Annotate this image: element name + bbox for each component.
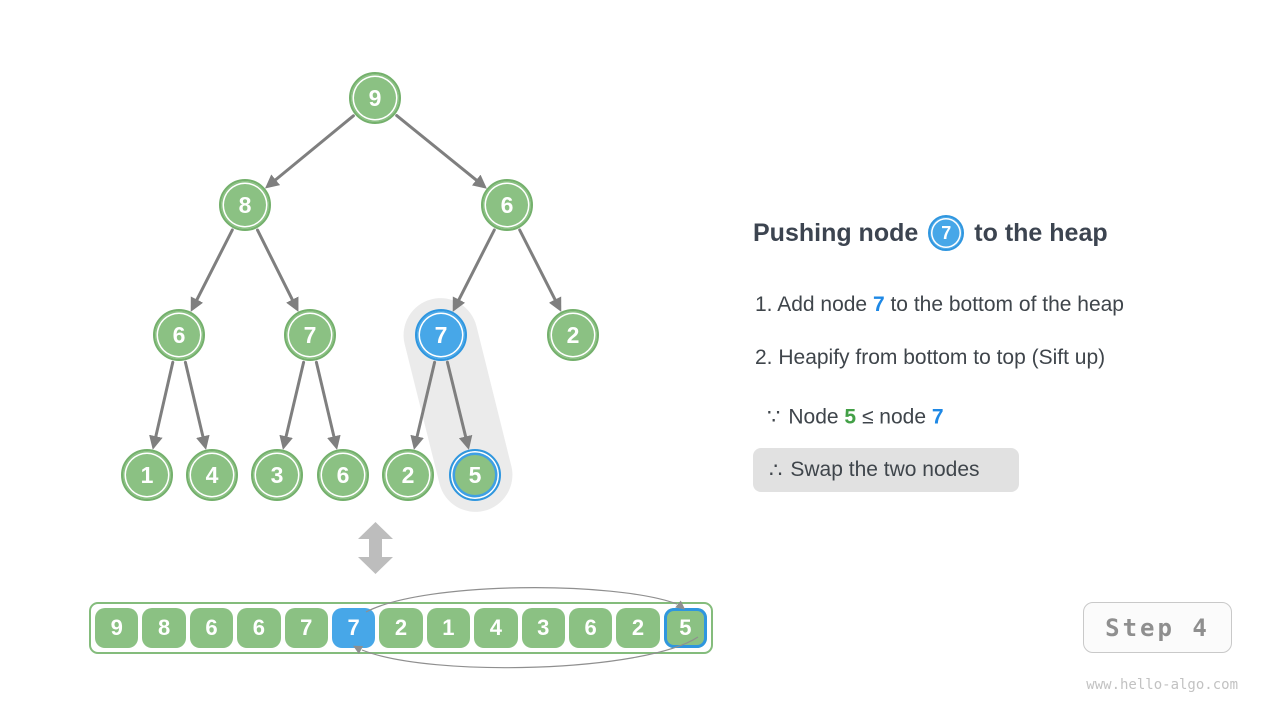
array-cell: 1	[426, 608, 471, 648]
tree-edge	[190, 228, 234, 312]
tree-edge	[314, 360, 341, 450]
tree-edge	[183, 360, 210, 450]
tree-edge	[149, 360, 175, 450]
because-text: Node	[788, 405, 845, 429]
tree-edge	[256, 228, 299, 312]
array-cell: 3	[521, 608, 565, 648]
panel-title: Pushing node 7 to the heap	[753, 215, 1108, 251]
step-indicator-button[interactable]: Step 4	[1083, 602, 1232, 653]
tree-edge	[265, 114, 355, 189]
array-cell: 6	[568, 608, 613, 648]
tree-node: 6	[153, 309, 205, 361]
tree-node: 6	[317, 449, 369, 501]
array-cell: 4	[474, 608, 518, 648]
because-blue-value: 7	[931, 405, 944, 429]
tree-node: 4	[186, 449, 238, 501]
tree-node: 3	[251, 449, 303, 501]
tree-node: 7	[284, 309, 336, 361]
tree-edge	[410, 360, 437, 450]
tree-edge-group	[149, 114, 562, 450]
array-cell: 9	[95, 608, 139, 648]
array-cell-ringed: 5	[663, 608, 708, 648]
tree-node: 8	[219, 179, 271, 231]
tree-edge	[279, 360, 306, 450]
heap-array: 9 8 6 6 7 7 2 1 4 3 6 2 5	[89, 602, 713, 654]
array-cell: 6	[189, 608, 234, 648]
instruction-step-1: 1. Add node 7 to the bottom of the heap	[755, 293, 1124, 317]
array-cell-highlighted: 7	[331, 608, 376, 648]
tree-edge	[395, 114, 487, 189]
because-green-value: 5	[844, 405, 857, 429]
because-symbol: ∵	[767, 405, 781, 429]
tree-node-ringed: 5	[449, 449, 501, 501]
array-cell: 7	[284, 608, 328, 648]
step-2-text: 2. Heapify from bottom to top (Sift up)	[755, 346, 1106, 369]
because-line: ∵ Node 5 ≤ node 7	[767, 405, 944, 430]
array-cell: 2	[616, 608, 660, 648]
step-1-text-tail: to the bottom of the heap	[884, 293, 1124, 316]
tree-edge	[518, 228, 562, 312]
watermark: www.hello-algo.com	[1086, 677, 1238, 693]
tree-edge	[445, 360, 473, 450]
tree-node: 1	[121, 449, 173, 501]
tree-node: 2	[547, 309, 599, 361]
tree-node: 9	[349, 72, 401, 124]
array-cell: 2	[379, 608, 423, 648]
because-mid-text: ≤ node	[856, 405, 932, 429]
therefore-symbol: ∴	[769, 458, 783, 482]
swap-vertical-icon	[358, 522, 393, 574]
title-node-badge: 7	[928, 215, 965, 251]
tree-node-highlighted: 7	[415, 309, 467, 361]
therefore-text: Swap the two nodes	[790, 458, 980, 481]
array-cell: 8	[142, 608, 186, 648]
step-1-node-value: 7	[872, 293, 885, 316]
instruction-step-2: 2. Heapify from bottom to top (Sift up)	[755, 346, 1105, 370]
therefore-box: ∴ Swap the two nodes	[753, 448, 1019, 492]
step-1-text: 1. Add node	[755, 293, 873, 316]
tree-node: 6	[481, 179, 533, 231]
tree-node: 2	[382, 449, 434, 501]
tree-edge	[452, 228, 496, 312]
title-prefix: Pushing node	[753, 218, 919, 247]
array-cell: 6	[237, 608, 281, 648]
title-suffix: to the heap	[974, 218, 1108, 247]
